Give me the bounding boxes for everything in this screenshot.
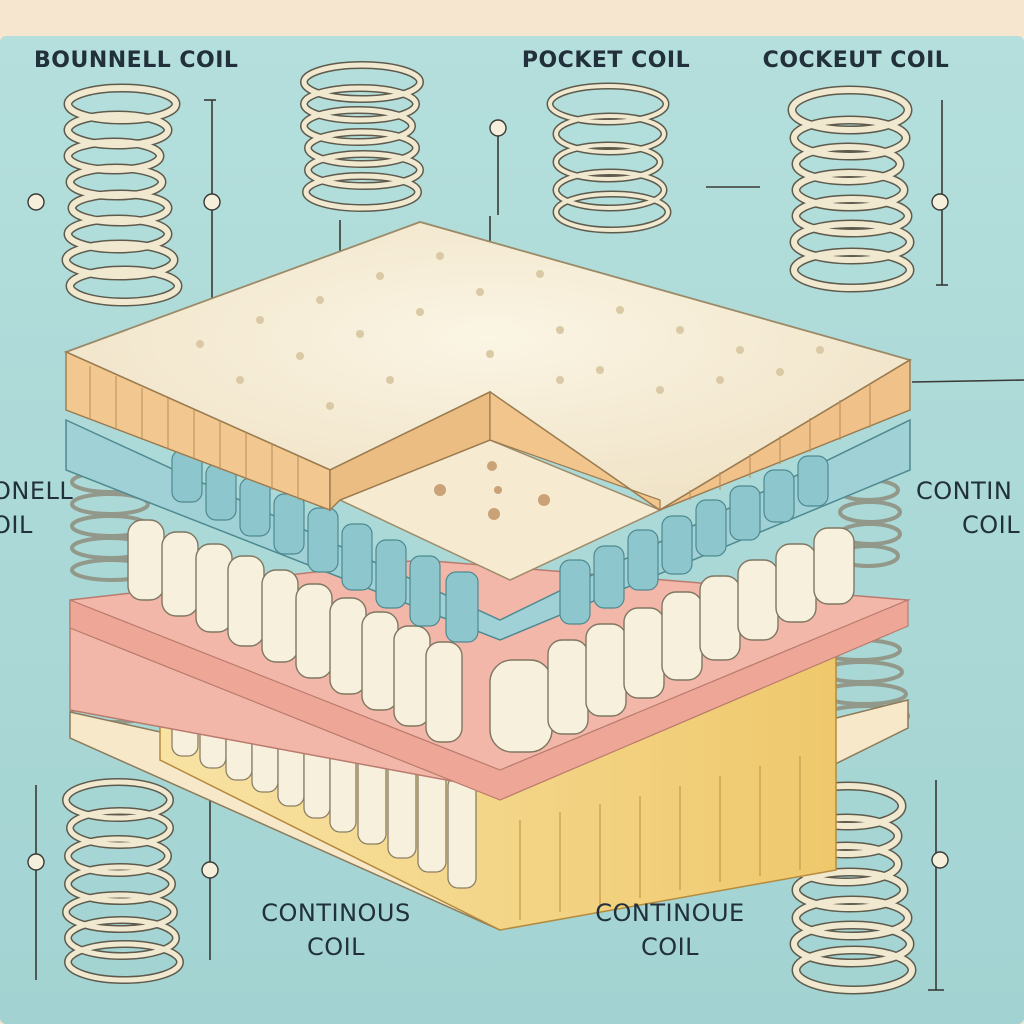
label-cockeut-coil: COCKEUT COIL	[762, 48, 950, 73]
leader-dots	[27, 119, 949, 879]
pocket-coil-spring-left	[300, 61, 424, 212]
label-left-edge-line2: OIL	[0, 511, 33, 539]
label-left-edge-line1: ONELL	[0, 477, 74, 505]
blue-support-layer	[65, 418, 911, 643]
bottom-left-spring	[62, 778, 184, 984]
label-continuous-coil-left-line2: COIL	[306, 933, 366, 961]
label-left-edge: ONELL OIL	[0, 474, 74, 542]
label-right-edge-line2: COIL	[962, 511, 1021, 539]
pocket-coil-row	[127, 519, 855, 753]
label-bonnell-coil: BOUNNELL COIL	[34, 48, 239, 73]
label-right-edge: CONTIN COIL	[916, 474, 1024, 542]
label-continuous-coil-left: CONTINOUS COIL	[236, 896, 436, 964]
label-continuous-coil-left-line1: CONTINOUS	[261, 899, 411, 927]
coil-springs	[61, 61, 917, 995]
label-right-edge-line1: CONTIN	[916, 477, 1013, 505]
cockeut-coil-spring	[787, 85, 915, 293]
bottom-right-spring	[789, 781, 917, 995]
label-continuous-coil-right: CONTINOUE COIL	[570, 896, 770, 964]
pocket-coil-spring	[546, 82, 672, 234]
label-pocket-coil: POCKET COIL	[521, 48, 691, 73]
mattress-top-layer	[63, 221, 913, 512]
bonnell-coil-spring	[61, 83, 183, 307]
label-continuous-coil-right-line1: CONTINOUE	[595, 899, 745, 927]
label-continuous-coil-right-line2: COIL	[640, 933, 700, 961]
